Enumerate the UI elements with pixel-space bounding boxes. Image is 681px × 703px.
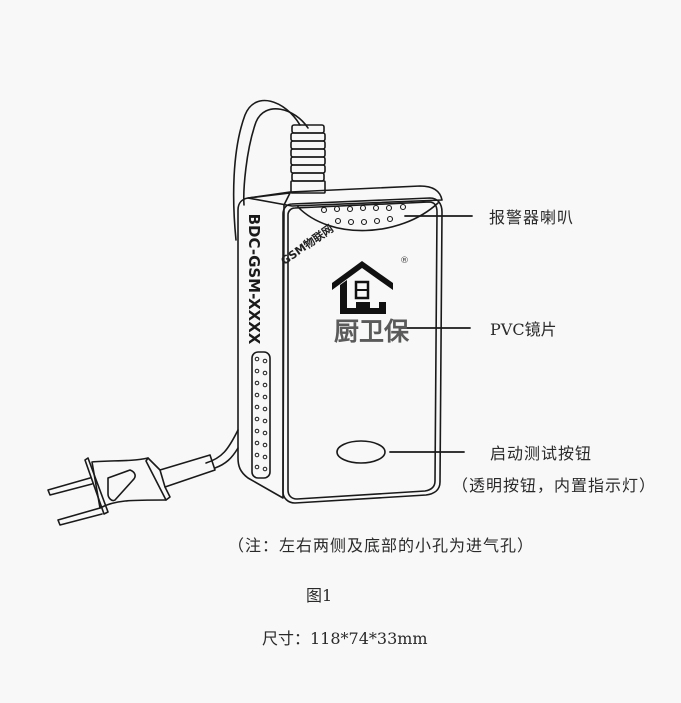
dimensions-text: 尺寸：118*74*33mm: [262, 629, 428, 648]
figure-caption: 图1: [306, 586, 333, 605]
speaker-grille-outline: [297, 202, 439, 232]
speaker-holes: [320, 203, 407, 226]
device-front: [282, 197, 443, 504]
plug-cord: [205, 429, 239, 464]
plug-prong-bottom: [57, 507, 103, 526]
house-logo-icon: [332, 261, 393, 314]
label-test-button: 启动测试按钮: [490, 444, 593, 463]
test-button-icon: [336, 440, 386, 464]
side-vent-holes: [254, 356, 268, 472]
label-pvc-lens: PVC镜片: [490, 320, 557, 339]
label-test-button-note: （透明按钮，内置指示灯）: [452, 476, 657, 495]
power-cable: [232, 99, 301, 241]
label-speaker: 报警器喇叭: [489, 208, 575, 227]
plug-body: [159, 454, 216, 488]
side-model-text: BDC-GSM-XXXX: [245, 213, 263, 345]
strain-relief-icon: [290, 124, 326, 194]
plug-prong-top: [47, 477, 93, 496]
device-side: [237, 192, 291, 499]
note-air-holes: （注：左右两侧及底部的小孔为进气孔）: [228, 536, 535, 555]
brand-name: 厨卫保: [334, 317, 410, 346]
registered-mark: ®: [400, 256, 409, 266]
side-vent-panel: [251, 351, 271, 479]
